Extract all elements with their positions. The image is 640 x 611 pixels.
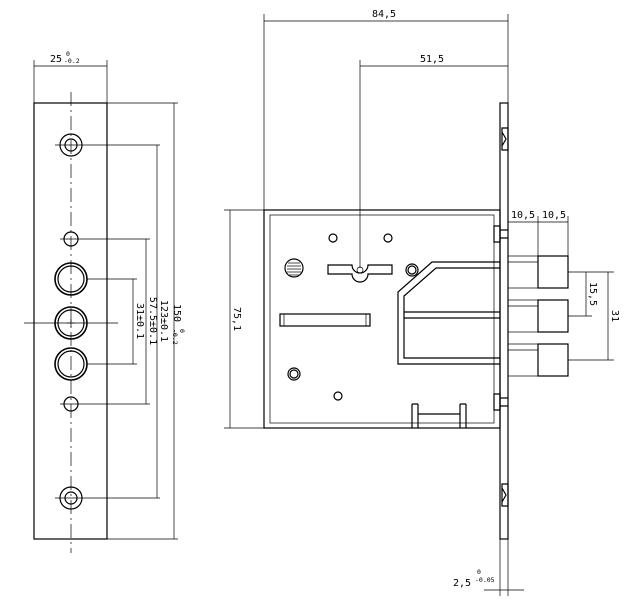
faceplate-outline: [33, 102, 108, 540]
case-height-label: 75,1: [231, 307, 242, 331]
svg-text:-0.05: -0.05: [475, 576, 495, 584]
svg-text:-0.2: -0.2: [64, 57, 80, 65]
top-countersink: [501, 127, 509, 151]
cylinder-spacing-label: 31±0.1: [134, 303, 145, 339]
case-hole-5: [333, 391, 343, 401]
screw-spacing-label: 123±0.1: [158, 300, 169, 342]
total-height-label: 150 0 -0.2: [171, 304, 186, 345]
overall-depth-label: 84,5: [372, 9, 396, 20]
bottom-countersink: [501, 483, 509, 507]
backset-label: 51,5: [420, 54, 444, 65]
lock-case-outline: [263, 209, 501, 429]
bolt-stack-label: 31: [609, 310, 620, 322]
case-hole-1: [328, 233, 338, 243]
svg-text:150: 150: [171, 304, 182, 322]
svg-text:-0.2: -0.2: [171, 329, 179, 345]
case-hole-4: [287, 367, 301, 381]
bolt-carrier-inner: [403, 267, 500, 359]
top-screw-hole: [55, 133, 87, 157]
svg-text:25: 25: [50, 54, 62, 65]
case-hole-3: [405, 263, 419, 277]
front-plate: [499, 102, 509, 540]
bolt-top: [507, 255, 569, 289]
upper-small-hole: [60, 231, 82, 247]
faceplate-width-label: 25 0 -0.2: [50, 50, 80, 65]
case-hole-2: [383, 233, 393, 243]
upper-fixing-screw: [493, 225, 508, 243]
bottom-screw-hole: [55, 486, 87, 510]
latch-rail: [279, 313, 371, 327]
lower-small-hole: [60, 396, 82, 412]
bolt-middle: [507, 299, 569, 333]
svg-text:0: 0: [178, 329, 186, 333]
svg-text:0: 0: [477, 568, 481, 576]
bolt-pitch-label: 15,5: [587, 282, 598, 306]
faceplate-view: 31±0.1 57.5±0.1 123±0.1 150 0 -0.2 25 0 …: [24, 50, 186, 553]
lower-fixing-screw: [493, 393, 508, 411]
svg-text:2,5: 2,5: [453, 578, 471, 589]
bolt-span-label: 57.5±0.1: [147, 297, 158, 345]
lock-body-view: 84,5 51,5 75,1 2,5 0 -0.05: [224, 9, 620, 596]
plate-thickness-label: 2,5 0 -0.05: [453, 568, 495, 589]
svg-text:0: 0: [66, 50, 70, 58]
bottom-clip: [411, 403, 467, 428]
spindle-slot: [327, 264, 393, 283]
bolt-width-2-label: 10,5: [542, 210, 566, 221]
adjust-screw: [284, 258, 304, 278]
bolt-carrier-outer: [397, 261, 500, 365]
bolt-width-1-label: 10,5: [511, 210, 535, 221]
bolt-hole-middle: [24, 306, 118, 340]
bolt-bottom: [507, 343, 569, 377]
